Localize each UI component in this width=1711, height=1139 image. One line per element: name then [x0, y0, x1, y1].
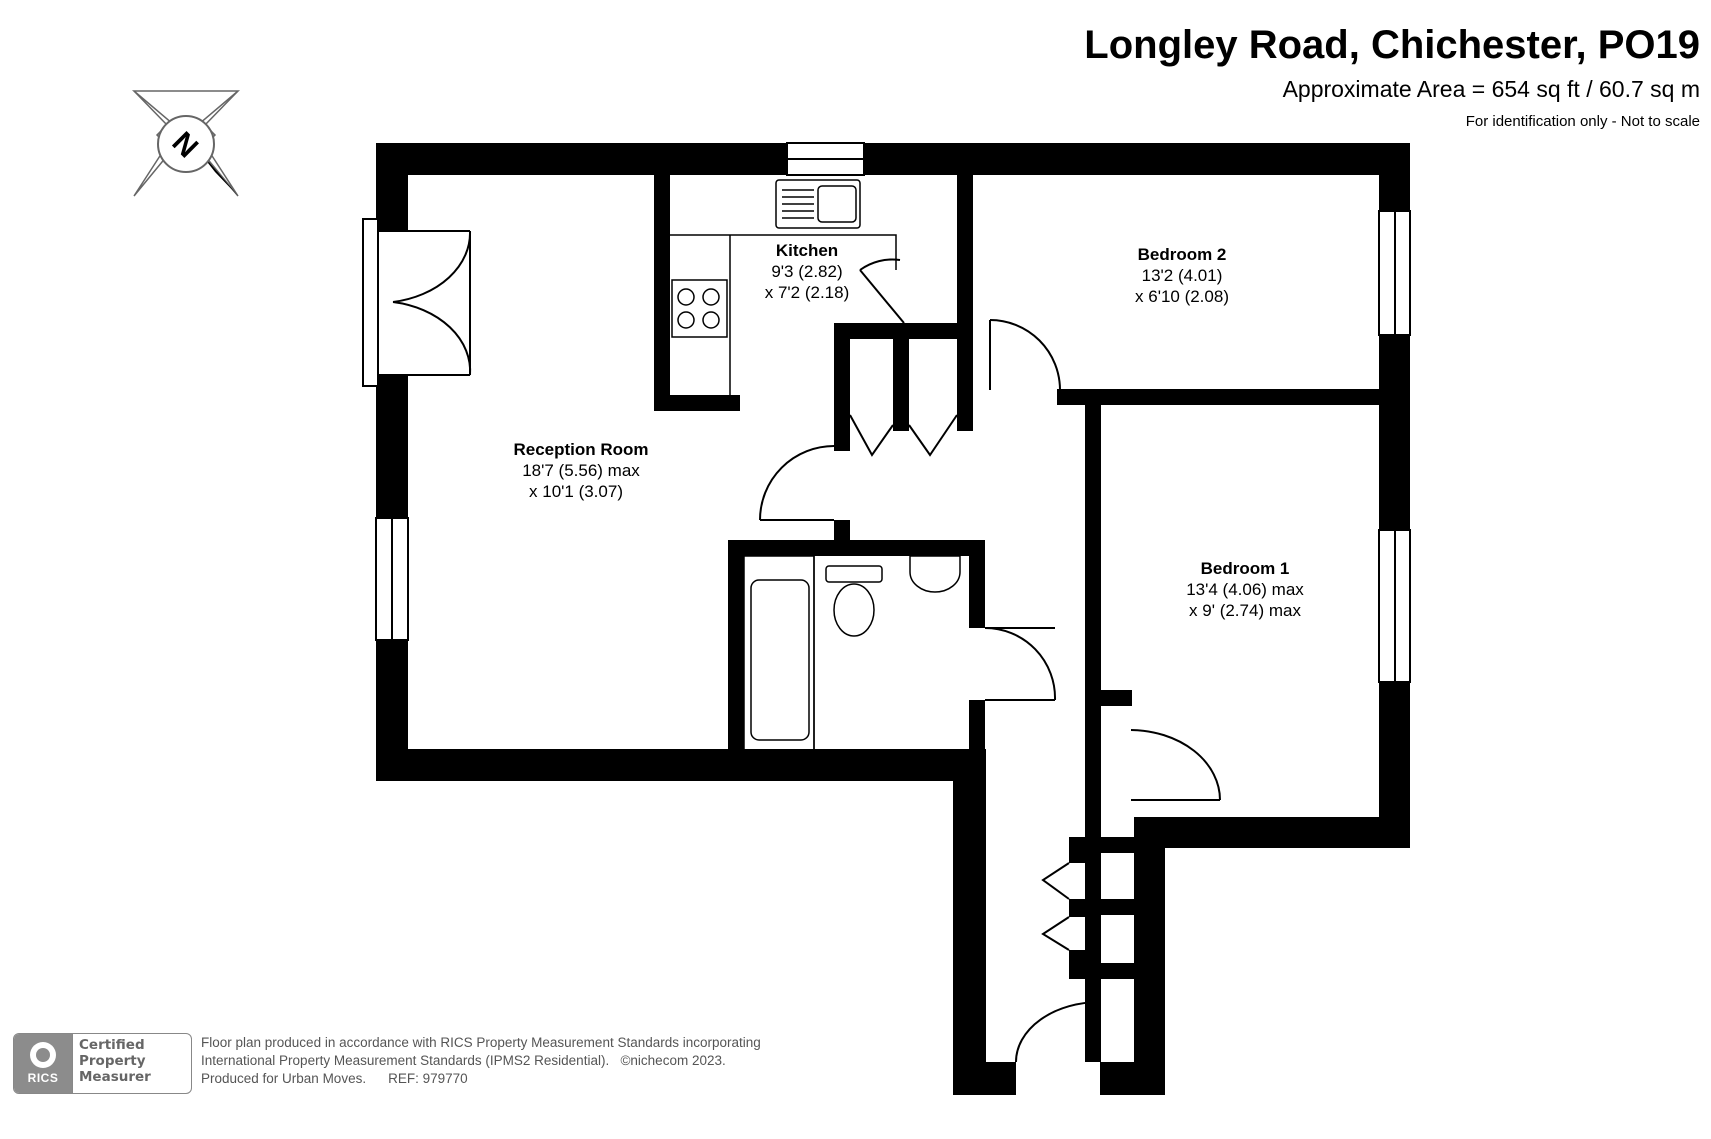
bedroom2-dim2: x 6'10 (2.08): [1135, 287, 1229, 306]
disclaimer: For identification only - Not to scale: [1465, 113, 1700, 130]
bedroom2-name: Bedroom 2: [1138, 245, 1227, 264]
french-doors: [362, 218, 472, 387]
footer-line3: Produced for Urban Moves. REF: 979770: [201, 1070, 761, 1088]
property-title: Longley Road, Chichester, PO19: [1084, 23, 1700, 67]
kitchen-dim1: 9'3 (2.82): [771, 262, 842, 281]
rics-brand: RICS: [27, 1071, 59, 1085]
bedroom1-dim1: 13'4 (4.06) max: [1186, 580, 1304, 599]
rics-line3: Measurer: [79, 1069, 151, 1085]
rics-line1: Certified: [79, 1037, 145, 1053]
footer-line1: Floor plan produced in accordance with R…: [201, 1035, 761, 1050]
footer-note: Floor plan produced in accordance with R…: [201, 1034, 761, 1088]
approximate-area: Approximate Area = 654 sq ft / 60.7 sq m: [1282, 76, 1700, 102]
compass-icon: N: [131, 90, 241, 197]
footer-ref: REF: 979770: [388, 1071, 468, 1086]
rics-logo: RICS: [14, 1034, 72, 1093]
footer-line2: International Property Measurement Stand…: [201, 1052, 761, 1070]
rics-certified-text: Certified Property Measurer: [72, 1034, 191, 1093]
reception-name: Reception Room: [513, 440, 648, 459]
room-labels: Kitchen 9'3 (2.82) x 7'2 (2.18) Bedroom …: [513, 241, 1304, 620]
bedroom1-name: Bedroom 1: [1201, 559, 1290, 578]
windows: [375, 142, 1411, 683]
reception-dim2: x 10'1 (3.07): [529, 482, 623, 501]
footer-line2-text: International Property Measurement Stand…: [201, 1053, 610, 1068]
rics-line2: Property: [79, 1053, 146, 1069]
kitchen-dim2: x 7'2 (2.18): [765, 283, 850, 302]
kitchen-fixtures: [670, 179, 897, 395]
walls: [376, 143, 1410, 1095]
kitchen-name: Kitchen: [776, 241, 838, 260]
reception-dim1: 18'7 (5.56) max: [522, 461, 640, 480]
bedroom1-dim2: x 9' (2.74) max: [1189, 601, 1301, 620]
header: Longley Road, Chichester, PO19 Approxima…: [1084, 22, 1700, 132]
footer-copyright: ©nichecom 2023.: [620, 1053, 726, 1068]
rics-badge: RICS Certified Property Measurer: [13, 1033, 192, 1094]
bedroom2-dim1: 13'2 (4.01): [1142, 266, 1223, 285]
door-swings: [759, 258, 1221, 1063]
rics-crest-icon: [30, 1042, 56, 1068]
footer-produced-for: Produced for Urban Moves.: [201, 1071, 367, 1086]
bathroom-fixtures: [743, 555, 961, 751]
